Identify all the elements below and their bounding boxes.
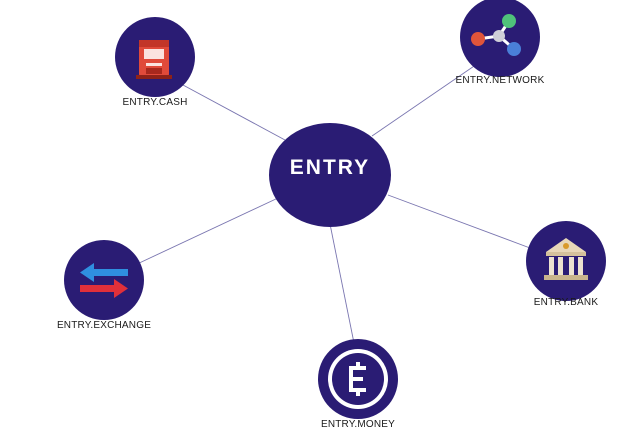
bank-node[interactable]	[526, 221, 606, 301]
exchange-arrows-icon	[80, 263, 128, 298]
bank-label: ENTRY.BANK	[533, 297, 599, 308]
center-logo-text: ENTRY	[289, 156, 371, 179]
atm-icon	[136, 40, 172, 79]
entry-center-circle[interactable]	[269, 123, 391, 227]
line-to-cash	[182, 84, 286, 141]
money-label: ENTRY.MONEY	[320, 419, 396, 430]
cash-node[interactable]	[115, 17, 195, 97]
cash-label: ENTRY.CASH	[122, 97, 188, 108]
exchange-node[interactable]	[64, 240, 144, 320]
exchange-label: ENTRY.EXCHANGE	[56, 320, 152, 331]
connector-lines	[134, 61, 531, 349]
money-node[interactable]	[318, 339, 398, 419]
network-label: ENTRY.NETWORK	[455, 75, 545, 86]
line-to-exchange	[134, 197, 279, 266]
network-nodes-icon	[471, 14, 521, 56]
bank-icon	[544, 238, 588, 280]
line-to-network	[371, 61, 481, 137]
network-node[interactable]	[460, 0, 540, 77]
line-to-bank	[387, 194, 531, 249]
entry-currency-icon	[349, 362, 366, 396]
line-to-money	[329, 223, 356, 349]
